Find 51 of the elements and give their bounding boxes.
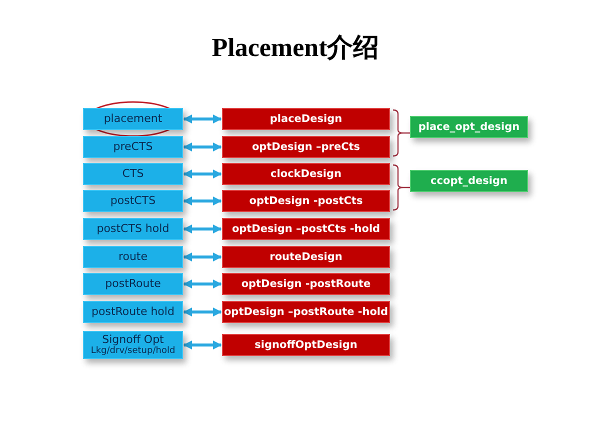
node-label: postCTS hold <box>96 222 170 236</box>
double-arrow <box>183 252 222 262</box>
command-box <box>222 246 390 268</box>
node-label: placeDesign <box>270 112 342 126</box>
node-label: optDesign –postCts -hold <box>232 222 380 236</box>
stage-box <box>83 163 183 185</box>
node-label: signoffOptDesign <box>254 338 358 352</box>
node-label: optDesign -postCts <box>249 194 363 208</box>
command-box <box>222 108 390 130</box>
double-arrow <box>183 280 222 288</box>
node-label: CTS <box>122 168 144 180</box>
command-box <box>222 163 390 185</box>
double-arrow <box>183 340 222 350</box>
stage-box <box>83 301 183 323</box>
combined-command-box <box>410 116 528 138</box>
stage-box <box>83 136 183 158</box>
double-arrow <box>183 114 222 124</box>
command-box <box>222 334 390 356</box>
node-label: place_opt_design <box>418 120 520 134</box>
node-label: routeDesign <box>270 250 342 264</box>
node-label: postRoute hold <box>92 306 174 318</box>
command-box <box>222 190 390 212</box>
node-label: optDesign -postRoute <box>241 278 371 290</box>
node-label: route <box>118 250 148 264</box>
title: Placement介绍 <box>210 32 380 64</box>
node-label: ccopt_design <box>430 174 508 188</box>
stage-box <box>83 246 183 268</box>
command-box <box>222 218 390 240</box>
node-label: placement <box>104 112 162 126</box>
stage-box <box>83 108 183 130</box>
stage-box <box>83 331 183 359</box>
command-box <box>222 301 390 323</box>
node-label: optDesign –preCts <box>252 140 360 154</box>
command-box <box>222 273 390 295</box>
node-label: preCTS <box>113 140 153 154</box>
double-arrow <box>183 170 222 178</box>
node-label: clockDesign <box>270 168 342 180</box>
double-arrow <box>183 308 222 316</box>
node-label: Signoff Opt <box>102 334 164 346</box>
stage-box <box>83 273 183 295</box>
double-arrow <box>183 224 222 234</box>
node-label: postRoute <box>105 278 161 290</box>
node-label: postCTS <box>110 194 156 208</box>
combined-command-box <box>410 170 528 192</box>
stage-box <box>83 218 183 240</box>
stage-subtitle: Lkg/drv/setup/hold <box>90 346 176 356</box>
command-box <box>222 136 390 158</box>
double-arrow <box>183 142 222 152</box>
double-arrow <box>183 196 222 206</box>
node-label: optDesign –postRoute -hold <box>224 306 388 318</box>
stage-box <box>83 190 183 212</box>
